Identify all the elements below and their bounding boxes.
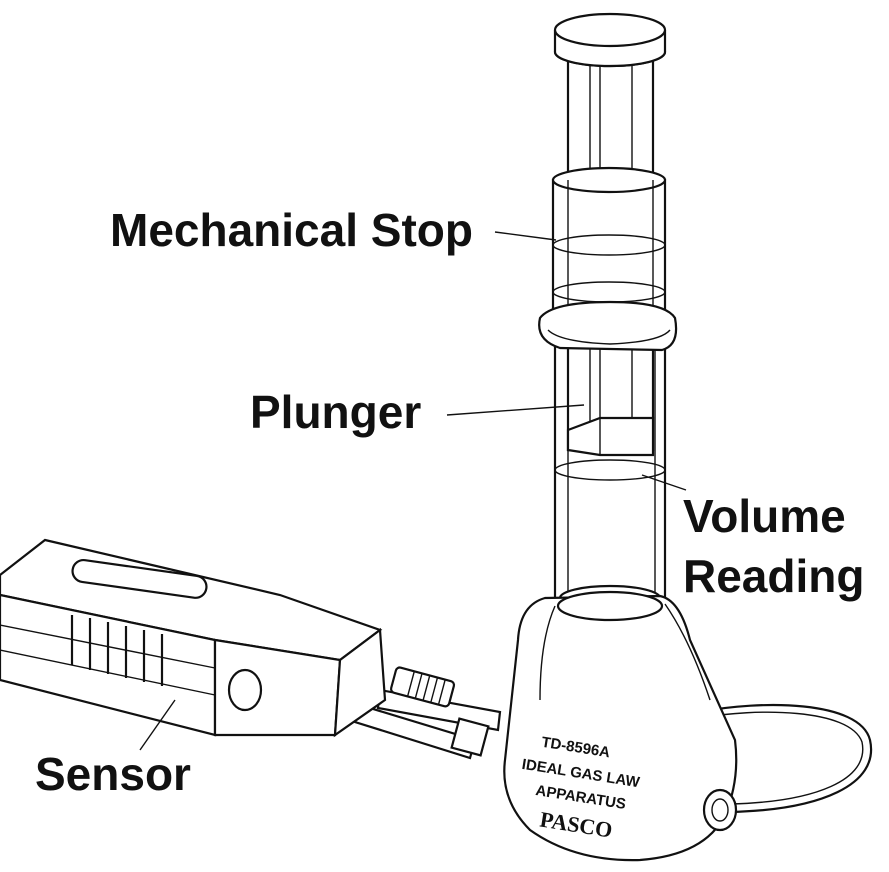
barrel-flange (539, 302, 676, 350)
label-sensor: Sensor (35, 748, 191, 800)
label-mechanical-stop: Mechanical Stop (110, 204, 473, 256)
label-plunger: Plunger (250, 386, 421, 438)
plunger-cap (555, 14, 665, 66)
pressure-sensor (0, 540, 385, 735)
label-volume-line2: Reading (683, 550, 864, 602)
leader-mechanical-stop (495, 232, 556, 240)
label-volume-line1: Volume (683, 490, 846, 542)
